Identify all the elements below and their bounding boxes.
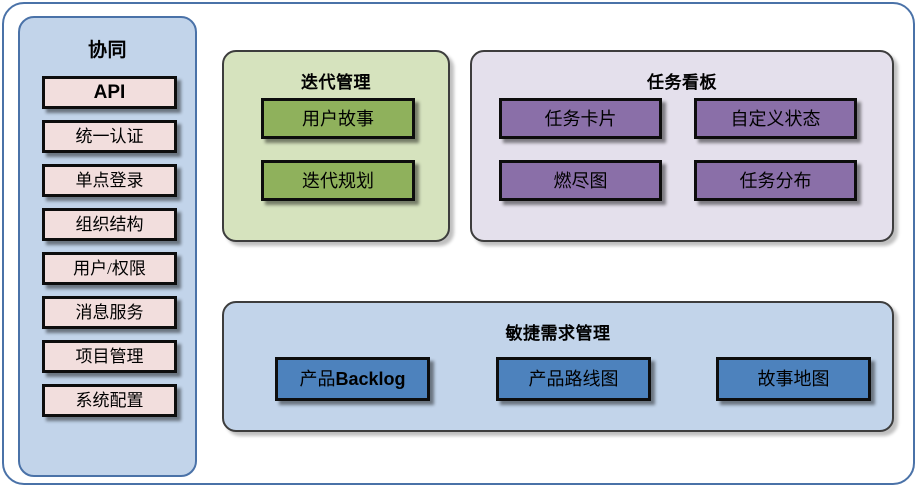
group-iteration-management: 迭代管理 用户故事 迭代规划	[222, 50, 450, 242]
diagram-outer-frame: 协同 API 统一认证 单点登录 组织结构 用户/权限 消息服务 项目管理 系统…	[2, 2, 915, 485]
node-api[interactable]: API	[42, 76, 177, 109]
group-task-board: 任务看板 任务卡片 自定义状态 燃尽图 任务分布	[470, 50, 894, 242]
node-org-structure[interactable]: 组织结构	[42, 208, 177, 241]
node-burndown-chart[interactable]: 燃尽图	[499, 160, 662, 201]
node-user-story[interactable]: 用户故事	[261, 98, 415, 139]
node-product-backlog[interactable]: 产品Backlog	[275, 357, 430, 401]
node-story-map[interactable]: 故事地图	[716, 357, 871, 401]
collaboration-node-list: API 统一认证 单点登录 组织结构 用户/权限 消息服务 项目管理 系统配置	[42, 76, 177, 428]
node-task-distribution[interactable]: 任务分布	[694, 160, 857, 201]
node-product-backlog-latin: Backlog	[335, 369, 406, 389]
node-unified-auth[interactable]: 统一认证	[42, 120, 177, 153]
node-custom-status[interactable]: 自定义状态	[694, 98, 857, 139]
node-message-service[interactable]: 消息服务	[42, 296, 177, 329]
node-project-management[interactable]: 项目管理	[42, 340, 177, 373]
node-user-permission[interactable]: 用户/权限	[42, 252, 177, 285]
node-single-sign-on[interactable]: 单点登录	[42, 164, 177, 197]
node-task-card[interactable]: 任务卡片	[499, 98, 662, 139]
group-title-collaboration: 协同	[87, 40, 127, 61]
group-title-iteration-management: 迭代管理	[301, 73, 371, 92]
group-agile-requirements: 敏捷需求管理 产品Backlog 产品路线图 故事地图	[222, 301, 894, 432]
node-system-config[interactable]: 系统配置	[42, 384, 177, 417]
group-title-agile-requirements: 敏捷需求管理	[505, 324, 611, 343]
group-collaboration: 协同 API 统一认证 单点登录 组织结构 用户/权限 消息服务 项目管理 系统…	[18, 16, 197, 477]
node-product-backlog-cjk: 产品	[299, 369, 336, 389]
group-title-task-board: 任务看板	[647, 73, 717, 92]
node-product-roadmap[interactable]: 产品路线图	[496, 357, 651, 401]
node-iteration-planning[interactable]: 迭代规划	[261, 160, 415, 201]
